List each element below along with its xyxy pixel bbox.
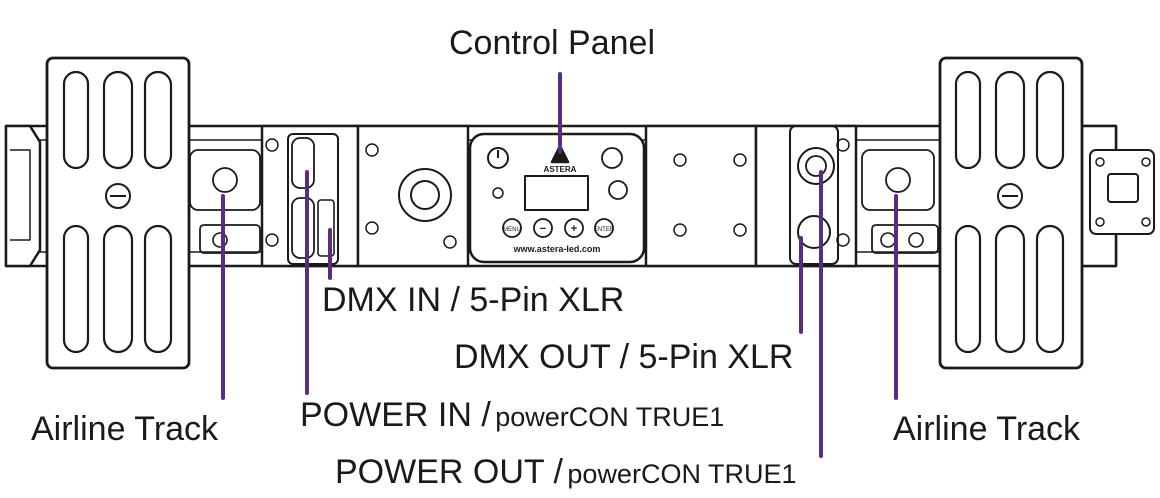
label-power-out: POWER OUT / powerCON TRUE1 <box>335 455 796 489</box>
center-left-module <box>356 124 470 268</box>
label-dmx-in: DMX IN / 5-Pin XLR <box>322 281 625 319</box>
label-airline-track-right: Airline Track <box>893 410 1081 448</box>
center-right-module <box>644 124 758 268</box>
airline-track-right-block <box>861 149 939 254</box>
control-panel-device <box>468 132 646 264</box>
input-connector-module <box>260 124 360 268</box>
output-connector-module <box>754 124 858 268</box>
airline-plate-left <box>45 56 191 370</box>
label-control-panel: Control Panel <box>449 24 656 62</box>
panel-button-menu: MENU <box>503 227 521 233</box>
panel-button-enter: ENTER <box>594 227 615 233</box>
panel-brand: ASTERA <box>544 165 577 174</box>
label-power-out-main: POWER OUT / <box>335 453 563 491</box>
label-airline-track-left: Airline Track <box>31 410 219 448</box>
label-power-out-sub: powerCON TRUE1 <box>567 459 797 489</box>
label-power-in: POWER IN / powerCON TRUE1 <box>300 398 724 432</box>
panel-website: www.astera-led.com <box>513 244 601 254</box>
panel-button-plus: + <box>571 223 577 235</box>
label-power-in-main: POWER IN / <box>300 396 491 434</box>
label-power-in-sub: powerCON TRUE1 <box>495 402 725 432</box>
panel-button-minus: − <box>540 223 546 235</box>
airline-plate-right <box>938 56 1084 370</box>
label-dmx-out: DMX OUT / 5-Pin XLR <box>454 338 794 376</box>
latch-hardware <box>1089 149 1155 235</box>
